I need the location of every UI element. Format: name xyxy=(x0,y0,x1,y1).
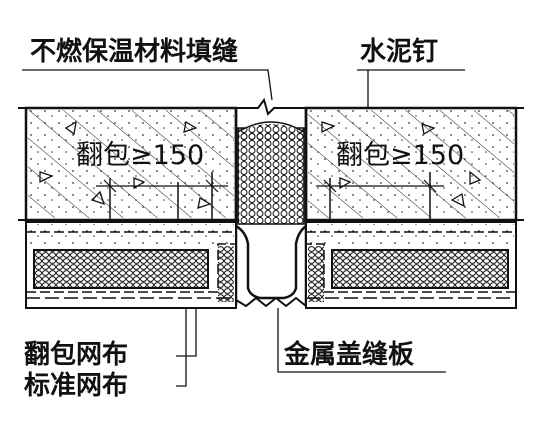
aggregate-triangles-right xyxy=(321,121,482,208)
label-cement-nail: 水泥钉 xyxy=(360,37,439,67)
leader-insulation-fill xyxy=(22,69,273,101)
label-metal-cover-plate: 金属盖缝板 xyxy=(284,340,415,370)
dimension-right: 翻包≥150 xyxy=(336,140,465,171)
break-marks xyxy=(18,97,524,221)
right-wall-block xyxy=(304,106,518,222)
dimension-left: 翻包≥150 xyxy=(76,140,205,171)
left-wall-block xyxy=(24,106,238,222)
label-standard-mesh: 标准网布 xyxy=(24,371,129,401)
leader-standard-mesh xyxy=(176,296,187,387)
label-insulation-fill: 不燃保温材料填缝 xyxy=(30,37,239,67)
leader-metal-plate xyxy=(277,308,446,373)
metal-cover-plate xyxy=(235,224,307,308)
right-render-layer xyxy=(305,221,517,309)
leader-lines xyxy=(22,69,465,387)
leader-wrap-mesh xyxy=(176,296,197,357)
joint-insulation-fill xyxy=(237,121,305,225)
aggregate-triangles-left xyxy=(39,120,212,209)
dimension-lines xyxy=(96,179,444,193)
label-wrap-mesh: 翻包网布 xyxy=(24,340,129,370)
left-render-layer xyxy=(25,221,237,309)
